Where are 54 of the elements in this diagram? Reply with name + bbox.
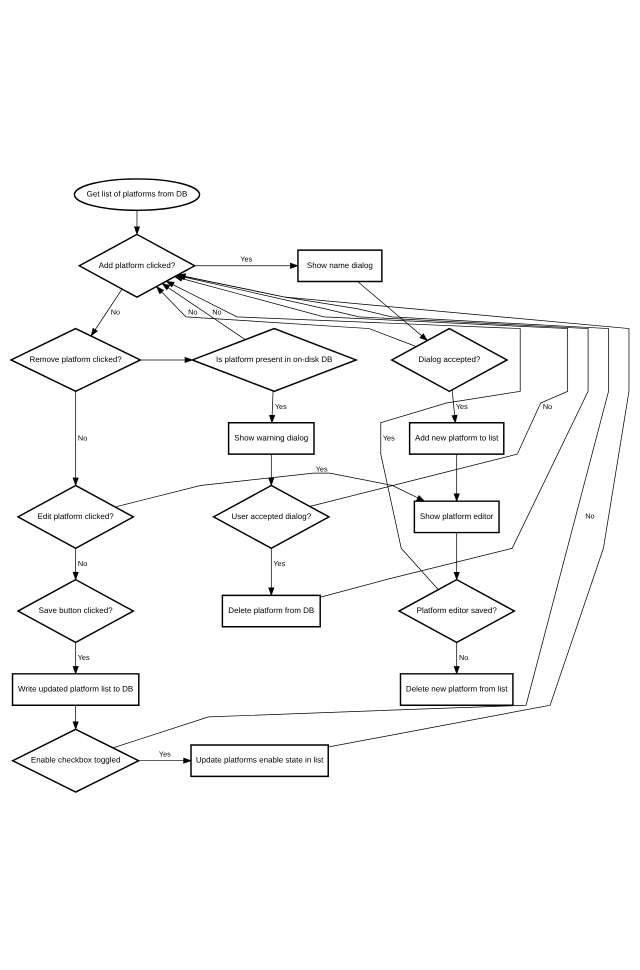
- node-box: Show platform editor: [414, 500, 500, 533]
- arrow: [72, 390, 79, 486]
- node-diamond: Edit platform clicked?: [16, 484, 135, 549]
- node-diamond: Enable checkbox toggled: [11, 728, 140, 792]
- arrow: [269, 390, 276, 424]
- arrow: [72, 642, 79, 674]
- node-box: Delete platform from DB: [222, 594, 321, 627]
- arrow: [194, 262, 299, 268]
- edge-label: Yes: [456, 401, 468, 410]
- arrow: [161, 282, 246, 340]
- arrow: [90, 288, 122, 336]
- node-box: Update platforms enable state in list: [190, 744, 329, 777]
- arrow: [454, 532, 460, 580]
- edge-label: Yes: [274, 401, 287, 410]
- arrow: [165, 280, 521, 590]
- arrow: [268, 453, 274, 486]
- arrow: [454, 453, 460, 502]
- edge-label: No: [78, 558, 88, 568]
- arrow: [156, 285, 417, 346]
- node-box: Delete new platform from list: [400, 672, 514, 706]
- edge-label: No: [188, 307, 198, 316]
- edge-label: Yes: [316, 464, 328, 474]
- edge-label: No: [585, 511, 595, 520]
- arrow: [268, 548, 274, 596]
- edge-label: Yes: [78, 652, 90, 662]
- edge-label: No: [212, 307, 222, 316]
- edge-label: Yes: [382, 432, 395, 442]
- edge-label: Yes: [240, 254, 252, 263]
- node-diamond: Is platform present in on-disk DB: [190, 327, 358, 392]
- edge-label: Yes: [273, 558, 286, 568]
- node-diamond: Add platform clicked?: [78, 233, 196, 298]
- arrow: [114, 472, 426, 507]
- edge-label: No: [542, 401, 552, 410]
- edge-label: Yes: [158, 748, 171, 758]
- arrow: [452, 389, 458, 424]
- arrow: [72, 548, 79, 580]
- edge-label: No: [78, 432, 88, 442]
- node-box: Show name dialog: [297, 248, 383, 282]
- arrow: [454, 642, 460, 674]
- node-diamond: User accepted dialog?: [212, 484, 330, 549]
- arrow: [140, 356, 194, 363]
- node-box: Add new platform to list: [408, 422, 505, 454]
- node-diamond: Platform editor saved?: [398, 578, 516, 643]
- node-box: Show warning dialog: [228, 422, 315, 454]
- arrow: [357, 280, 428, 341]
- arrow: [138, 757, 192, 764]
- node-diamond: Dialog accepted?: [390, 327, 509, 392]
- node-ellipse: Get list of platforms from DB: [74, 178, 200, 211]
- edge-label: No: [110, 307, 120, 316]
- edge-label: No: [458, 652, 468, 662]
- node-diamond: Save button clicked?: [16, 578, 135, 643]
- node-box: Write updated platform list to DB: [12, 672, 140, 706]
- arrow: [134, 210, 140, 235]
- arrow: [72, 704, 79, 730]
